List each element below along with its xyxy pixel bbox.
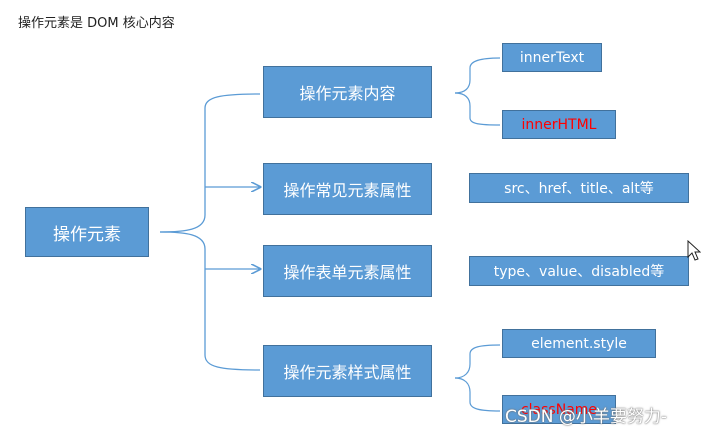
leaf-innertext: innerText — [502, 43, 602, 72]
leaf-innerhtml: innerHTML — [502, 110, 616, 139]
leaf-common-attrs: src、href、title、alt等 — [469, 173, 689, 203]
leaf-form-attrs: type、value、disabled等 — [469, 256, 689, 286]
branch-node-style-attrs: 操作元素样式属性 — [263, 345, 432, 397]
root-node: 操作元素 — [25, 207, 149, 257]
branch-node-common-attrs: 操作常见元素属性 — [263, 163, 432, 215]
leaf-classname: className — [502, 395, 616, 424]
root-brace — [159, 93, 261, 233]
leaf-element-style: element.style — [502, 329, 656, 358]
branch-node-form-attrs: 操作表单元素属性 — [263, 245, 432, 297]
branch-node-content: 操作元素内容 — [263, 66, 432, 118]
branch-1-brace — [454, 57, 501, 94]
page-title: 操作元素是 DOM 核心内容 — [18, 16, 175, 31]
csdn-watermark: CSDN @小羊要努力- — [505, 407, 668, 427]
mouse-cursor-icon — [687, 240, 701, 261]
branch-4-brace — [454, 344, 501, 379]
